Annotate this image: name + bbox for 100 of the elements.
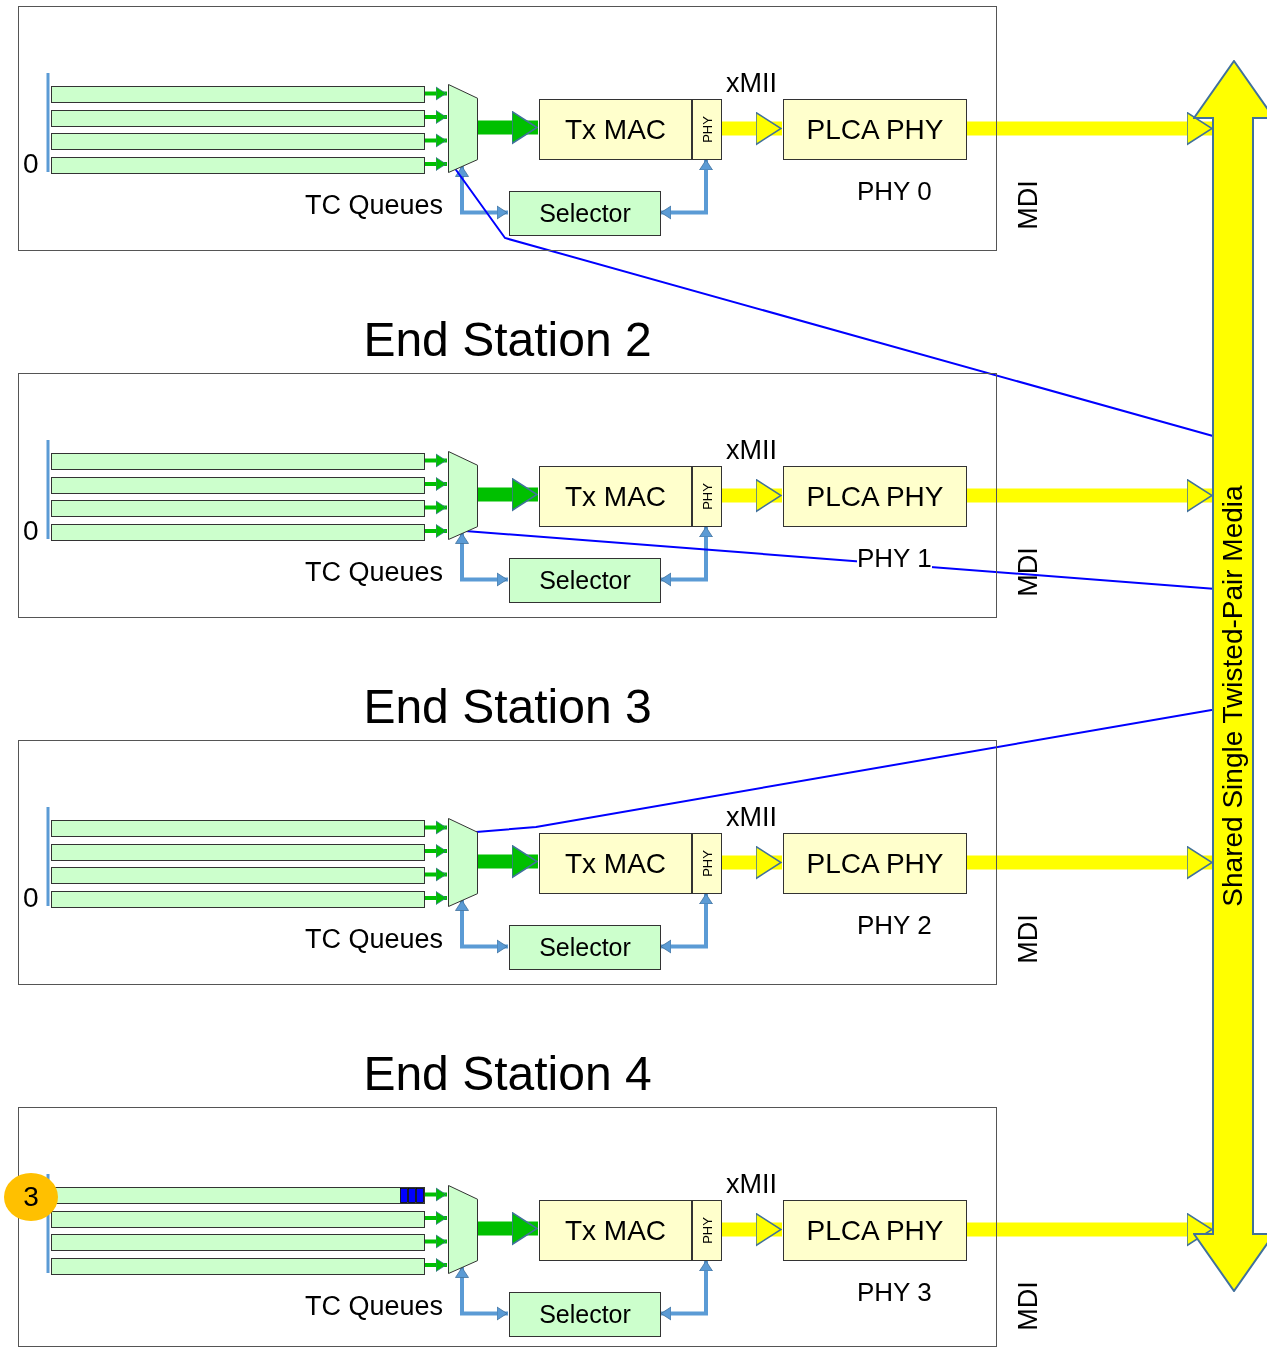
- station-frame: [18, 6, 997, 251]
- multiplexer-shape: [448, 1185, 478, 1274]
- arrow: [477, 477, 538, 512]
- queue-bar: [51, 133, 425, 150]
- selector-block: [509, 925, 661, 970]
- interface-label: MDI: [1012, 547, 1044, 597]
- arrow: [966, 478, 1213, 513]
- arrow: [424, 820, 447, 835]
- arrow: [424, 524, 447, 538]
- phy-tag-block: [692, 833, 722, 894]
- arrow: [477, 110, 538, 145]
- arrow: [660, 526, 713, 587]
- queue-bar: [51, 843, 425, 861]
- arrow: [424, 891, 447, 905]
- arrow: [424, 86, 447, 101]
- station-title: End Station 4: [362, 1046, 653, 1101]
- queue-caption: TC Queues: [304, 923, 443, 956]
- arrow: [966, 845, 1213, 880]
- block-label: PLCA PHY: [806, 1214, 944, 1247]
- arrow: [721, 478, 782, 513]
- arrow: [424, 844, 447, 858]
- interface-label: MDI: [1012, 1281, 1044, 1331]
- arrow: [455, 1266, 508, 1321]
- arrow: [660, 1260, 713, 1321]
- queue-index: 0: [23, 881, 39, 915]
- station-title: End Station 3: [362, 679, 653, 734]
- badge-number: 3: [23, 1181, 39, 1213]
- arrow: [424, 500, 447, 515]
- queue-caption: TC Queues: [304, 1290, 443, 1323]
- interface-label: MDI: [1012, 180, 1044, 230]
- block-label: PHY: [699, 116, 715, 143]
- arrow: [424, 157, 447, 171]
- mac-block: [539, 1200, 692, 1261]
- selector-block: [509, 191, 661, 236]
- selector-block: [509, 558, 661, 603]
- queue-bar: [51, 500, 425, 517]
- arrow: [966, 1212, 1213, 1247]
- block-label: Tx MAC: [564, 113, 667, 146]
- block-label: Selector: [539, 199, 631, 228]
- block-label: PLCA PHY: [806, 480, 944, 513]
- mac-block: [539, 466, 692, 527]
- arrow: [660, 893, 713, 954]
- block-label: Tx MAC: [564, 1214, 667, 1247]
- mac-block: [539, 833, 692, 894]
- queue-bar: [51, 1257, 425, 1275]
- block-label: Tx MAC: [564, 847, 667, 880]
- block-label: Selector: [539, 1300, 631, 1329]
- arrow: [424, 110, 447, 124]
- selector-block: [509, 1292, 661, 1337]
- arrow: [966, 111, 1213, 146]
- mac-block: [539, 99, 692, 160]
- queue-caption: TC Queues: [304, 556, 443, 589]
- arrow: [424, 1187, 447, 1202]
- block-label: PHY: [699, 483, 715, 510]
- block-label: Tx MAC: [564, 480, 667, 513]
- block-label: PLCA PHY: [806, 113, 944, 146]
- queue-bar: [51, 109, 425, 127]
- queue-bar: [51, 86, 425, 103]
- phy-tag-block: [692, 99, 722, 160]
- arrow: [455, 532, 508, 587]
- queue-index: 0: [23, 514, 39, 548]
- queue-caption: TC Queues: [304, 189, 443, 222]
- arrow: [455, 165, 508, 220]
- phy-tag-block: [692, 466, 722, 527]
- block-label: PLCA PHY: [806, 847, 944, 880]
- phy-tag-block: [692, 1200, 722, 1261]
- arrow: [721, 845, 782, 880]
- arrow: [424, 133, 447, 148]
- arrow: [424, 477, 447, 491]
- priority-badge: [4, 1173, 58, 1221]
- queue-index: 0: [23, 147, 39, 181]
- arrow: [477, 1211, 538, 1246]
- interface-label: MDI: [1012, 914, 1044, 964]
- multiplexer-shape: [448, 451, 478, 540]
- arrow: [721, 111, 782, 146]
- arrow: [477, 844, 538, 879]
- arrow: [424, 1234, 447, 1249]
- arrow: [424, 1211, 447, 1225]
- multiplexer-shape: [448, 818, 478, 907]
- block-label: Selector: [539, 933, 631, 962]
- queue-bar: [51, 1210, 425, 1228]
- arrow: [721, 1212, 782, 1247]
- queue-bar: [51, 156, 425, 174]
- multiplexer-shape: [448, 84, 478, 173]
- arrow: [660, 159, 713, 220]
- block-label: PHY: [699, 1217, 715, 1244]
- connector-line: [475, 708, 1214, 833]
- arrow: [424, 867, 447, 882]
- block-label: Selector: [539, 566, 631, 595]
- queue-bar: [51, 890, 425, 908]
- arrow: [424, 1258, 447, 1272]
- arrow: [424, 453, 447, 468]
- queue-bar: [51, 867, 425, 884]
- queue-bar: [51, 820, 425, 837]
- shared-media-double-arrow: [1193, 60, 1267, 1292]
- block-label: PHY: [699, 850, 715, 877]
- arrow: [455, 899, 508, 954]
- queue-bar: [51, 1234, 425, 1251]
- queue-bar: [51, 523, 425, 541]
- queue-bar: [51, 453, 425, 470]
